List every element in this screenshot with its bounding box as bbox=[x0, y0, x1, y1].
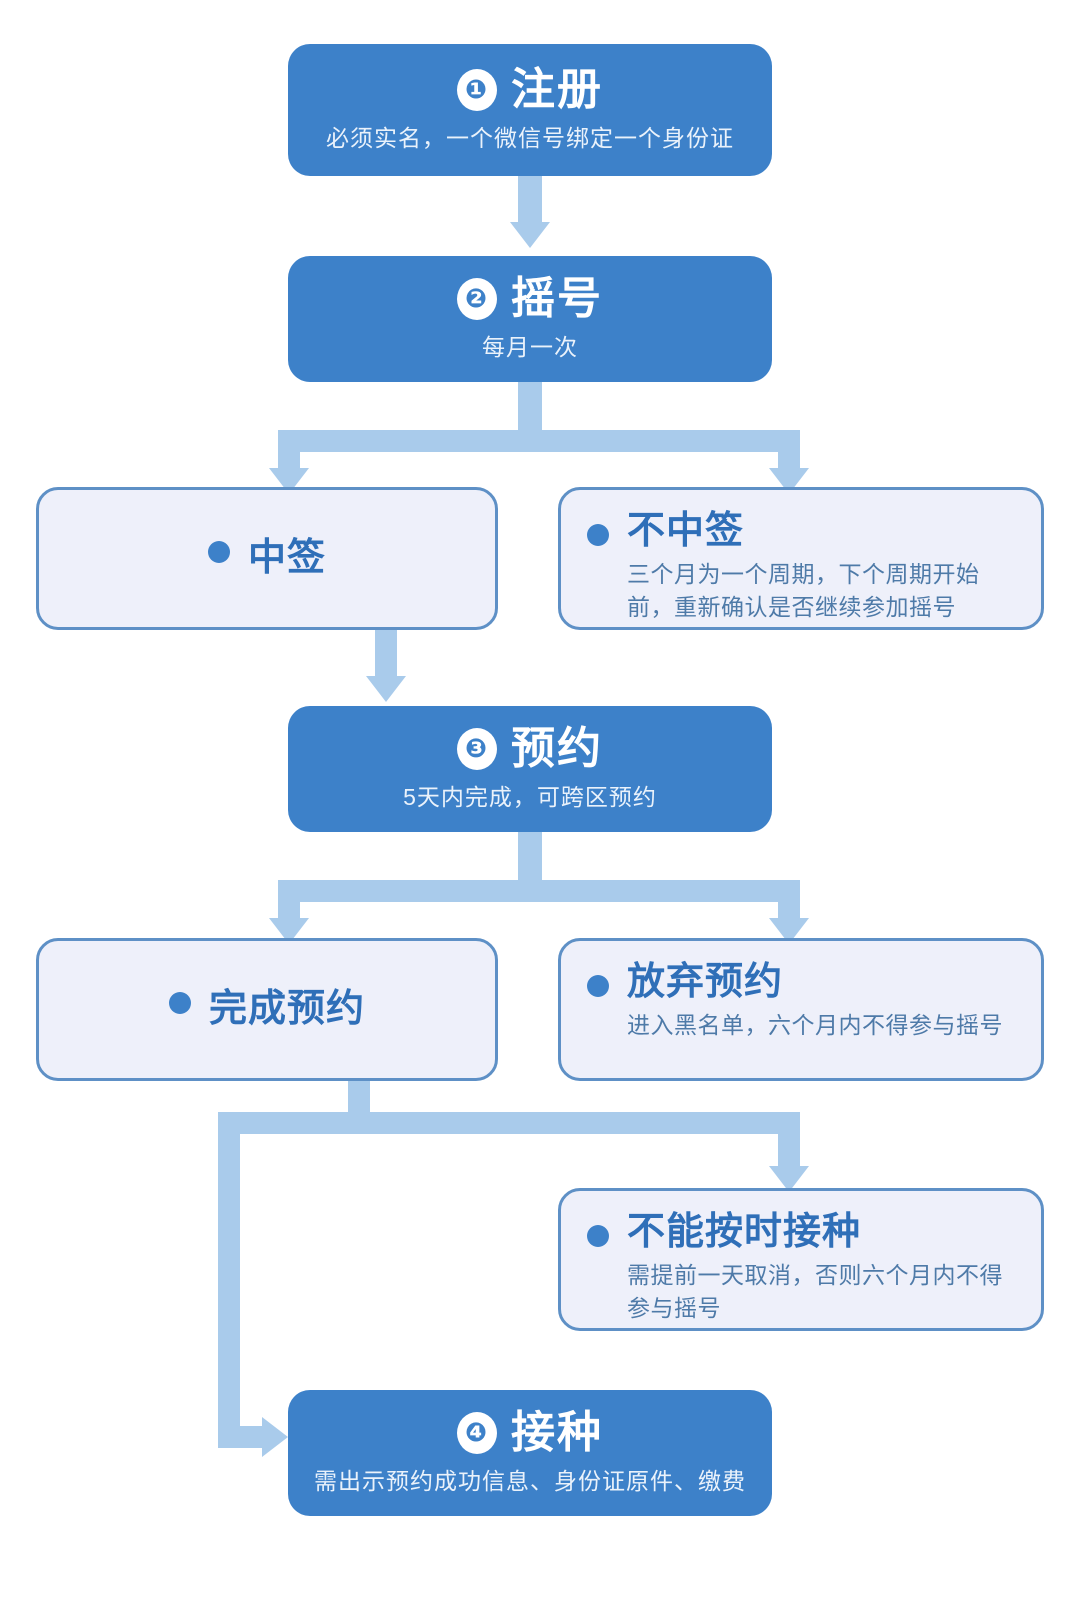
step-number-badge: ❷ bbox=[457, 277, 497, 320]
arrow-to-vaccination bbox=[262, 1417, 288, 1457]
arrow-won-to-appointment bbox=[366, 676, 406, 702]
connector-lottery-left-drop bbox=[278, 430, 300, 472]
connector-lower-bar bbox=[218, 1112, 800, 1134]
step-title-text: 摇号 bbox=[511, 273, 603, 323]
connector-lottery-right-drop bbox=[778, 430, 800, 472]
connector-appointment-right-drop bbox=[778, 880, 800, 922]
outcome-title-missed-appointment: 不能按时接种 bbox=[627, 1211, 862, 1253]
arrow-to-missed-appointment bbox=[769, 1166, 809, 1192]
connector-appointment-split-bar bbox=[278, 880, 800, 902]
bullet-dot-icon bbox=[587, 975, 609, 997]
bullet-dot-icon bbox=[207, 540, 230, 563]
step-node-appointment[interactable]: ❸ 预约 5天内完成，可跨区预约 bbox=[288, 706, 772, 832]
step-title-register: ❶ 注册 bbox=[457, 64, 603, 114]
step-subtitle-vaccination: 需出示预约成功信息、身份证原件、缴费 bbox=[314, 1467, 746, 1494]
outcome-subtitle-appointment-abandoned: 进入黑名单，六个月内不得参与摇号 bbox=[627, 1011, 1003, 1038]
step-title-appointment: ❸ 预约 bbox=[457, 723, 603, 773]
connector-lottery-split-bar bbox=[278, 430, 800, 452]
connector-lower-left-drop bbox=[218, 1112, 240, 1448]
bullet-dot-icon bbox=[587, 1225, 609, 1247]
outcome-row-not-won: 不中签 三个月为一个周期，下个周期开始前，重新确认是否继续参加摇号 bbox=[587, 510, 1015, 625]
outcome-node-appointment-abandoned[interactable]: 放弃预约 进入黑名单，六个月内不得参与摇号 bbox=[558, 938, 1044, 1081]
connector-lottery-split-stem bbox=[518, 382, 542, 430]
step-number-badge: ❹ bbox=[457, 1411, 497, 1454]
step-subtitle-lottery: 每月一次 bbox=[482, 333, 578, 360]
outcome-title-appointment-done: 完成预约 bbox=[208, 987, 365, 1030]
outcome-node-won[interactable]: 中签 bbox=[36, 487, 498, 630]
arrow-register-to-lottery bbox=[510, 222, 550, 248]
step-node-register[interactable]: ❶ 注册 必须实名，一个微信号绑定一个身份证 bbox=[288, 44, 772, 176]
step-number-badge: ❸ bbox=[457, 727, 497, 770]
connector-register-to-lottery-stem bbox=[518, 176, 542, 226]
outcome-row-appointment-done: 完成预约 bbox=[168, 987, 365, 1030]
connector-lower-left-to-vaccination bbox=[218, 1426, 266, 1448]
step-number-badge: ❶ bbox=[457, 68, 497, 111]
step-title-text: 接种 bbox=[511, 1407, 603, 1457]
bullet-dot-icon bbox=[168, 991, 191, 1014]
connector-appointment-left-drop bbox=[278, 880, 300, 922]
outcome-node-appointment-done[interactable]: 完成预约 bbox=[36, 938, 498, 1081]
outcome-title-not-won: 不中签 bbox=[627, 510, 745, 552]
step-title-text: 预约 bbox=[511, 723, 603, 773]
step-node-vaccination[interactable]: ❹ 接种 需出示预约成功信息、身份证原件、缴费 bbox=[288, 1390, 772, 1516]
connector-lower-right-drop bbox=[778, 1112, 800, 1170]
outcome-title-appointment-abandoned: 放弃预约 bbox=[627, 961, 784, 1003]
step-title-text: 注册 bbox=[511, 64, 603, 114]
outcome-node-not-won[interactable]: 不中签 三个月为一个周期，下个周期开始前，重新确认是否继续参加摇号 bbox=[558, 487, 1044, 630]
outcome-title-won: 中签 bbox=[247, 536, 326, 579]
step-title-vaccination: ❹ 接种 bbox=[457, 1407, 603, 1457]
connector-appointment-split-stem bbox=[518, 832, 542, 880]
step-subtitle-appointment: 5天内完成，可跨区预约 bbox=[403, 783, 657, 810]
step-subtitle-register: 必须实名，一个微信号绑定一个身份证 bbox=[326, 124, 734, 151]
connector-won-to-appointment-stem bbox=[375, 630, 397, 680]
step-title-lottery: ❷ 摇号 bbox=[457, 273, 603, 323]
outcome-node-missed-appointment[interactable]: 不能按时接种 需提前一天取消，否则六个月内不得参与摇号 bbox=[558, 1188, 1044, 1331]
outcome-row-won: 中签 bbox=[207, 536, 326, 579]
outcome-row-appointment-abandoned: 放弃预约 进入黑名单，六个月内不得参与摇号 bbox=[587, 961, 1003, 1042]
outcome-row-missed-appointment: 不能按时接种 需提前一天取消，否则六个月内不得参与摇号 bbox=[587, 1211, 1015, 1326]
outcome-subtitle-not-won: 三个月为一个周期，下个周期开始前，重新确认是否继续参加摇号 bbox=[627, 560, 980, 621]
step-node-lottery[interactable]: ❷ 摇号 每月一次 bbox=[288, 256, 772, 382]
bullet-dot-icon bbox=[587, 524, 609, 546]
outcome-subtitle-missed-appointment: 需提前一天取消，否则六个月内不得参与摇号 bbox=[627, 1261, 1003, 1322]
